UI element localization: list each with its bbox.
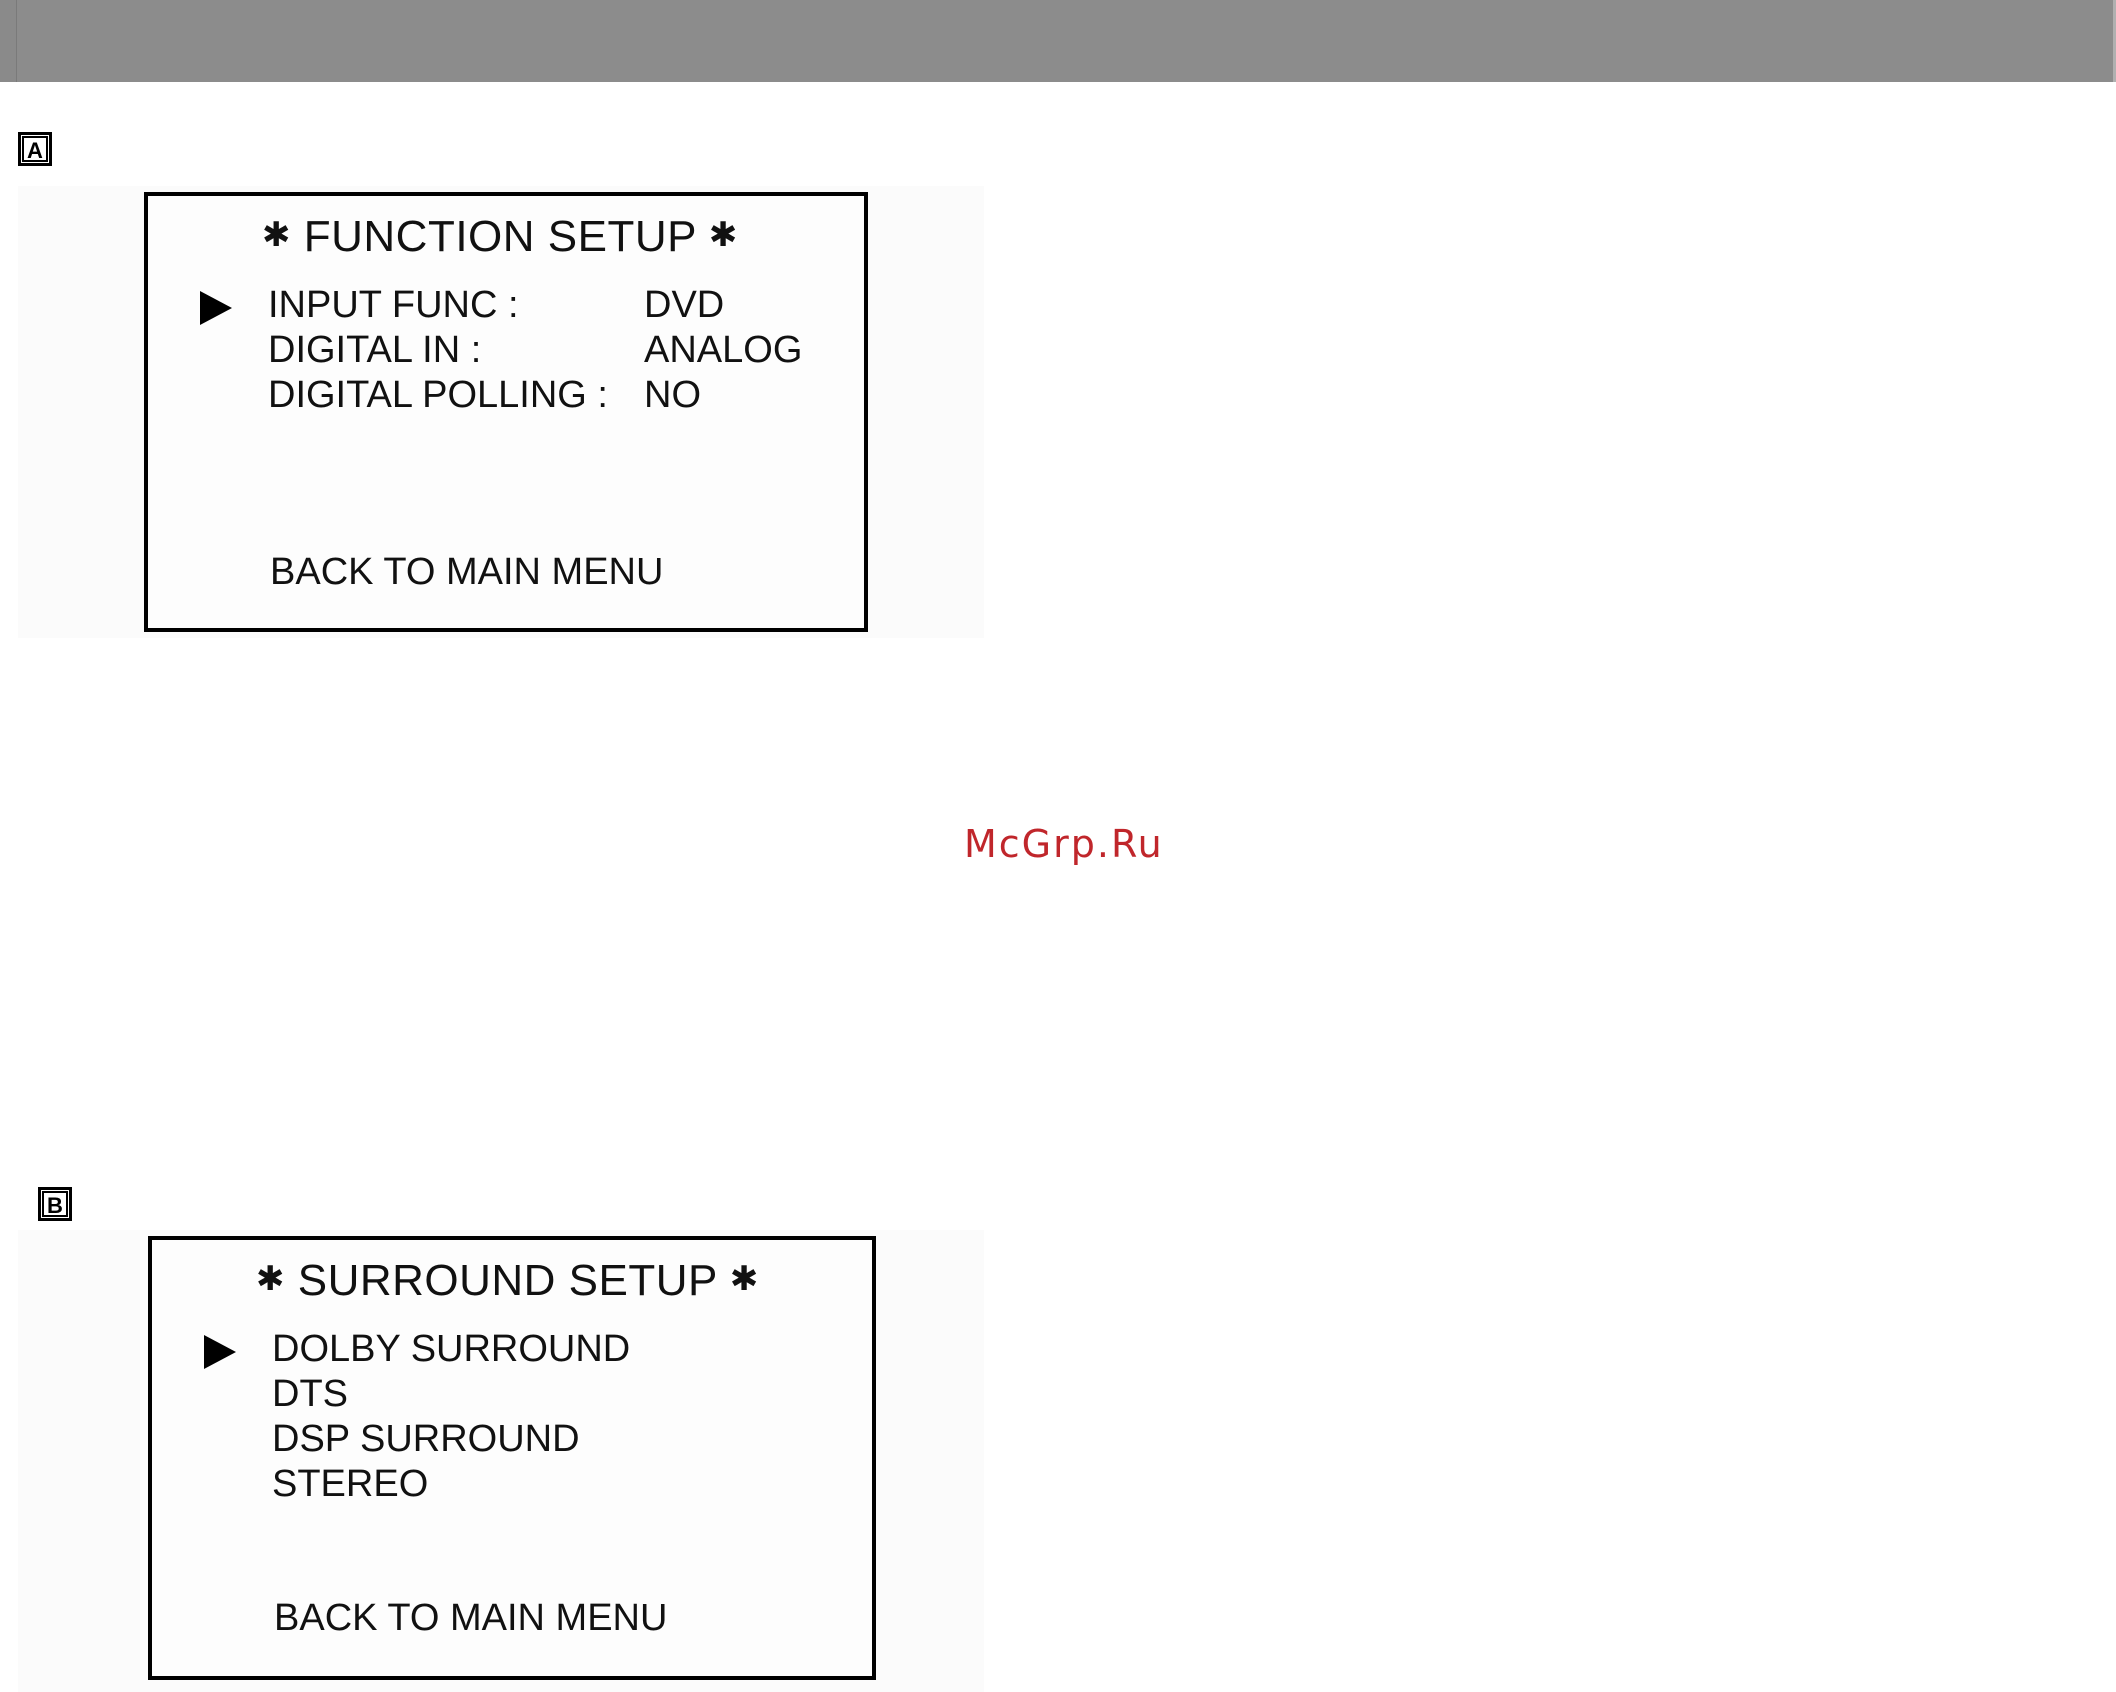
asterisk-icon: ✱ [709,215,738,255]
digital-in-label[interactable]: DIGITAL IN : [268,329,481,372]
selection-cursor-icon [204,1335,236,1369]
digital-in-value[interactable]: ANALOG [644,329,802,372]
watermark: McGrp.Ru [964,822,1164,866]
input-func-label[interactable]: INPUT FUNC : [268,284,519,327]
section-label-a-text: A [22,136,48,162]
function-setup-title: ✱ FUNCTION SETUP ✱ [262,212,738,262]
header-bar [0,0,2116,82]
menu-item-dts[interactable]: DTS [272,1373,348,1416]
section-label-b-text: B [42,1191,68,1217]
asterisk-icon: ✱ [262,215,291,255]
section-label-b: B [38,1187,72,1221]
surround-setup-title: ✱ SURROUND SETUP ✱ [256,1256,759,1306]
asterisk-icon: ✱ [730,1259,759,1299]
input-func-value[interactable]: DVD [644,284,724,327]
asterisk-icon: ✱ [256,1259,285,1299]
menu-item-dolby-surround[interactable]: DOLBY SURROUND [272,1328,630,1371]
back-to-main-menu-a[interactable]: BACK TO MAIN MENU [270,551,663,594]
digital-polling-label[interactable]: DIGITAL POLLING : [268,374,608,417]
section-label-a: A [18,132,52,166]
selection-cursor-icon [200,291,232,325]
function-setup-title-text: FUNCTION SETUP [304,212,696,261]
header-bar-notch [0,0,17,82]
menu-item-dsp-surround[interactable]: DSP SURROUND [272,1418,580,1461]
surround-setup-title-text: SURROUND SETUP [298,1256,717,1305]
back-to-main-menu-b[interactable]: BACK TO MAIN MENU [274,1597,667,1640]
digital-polling-value[interactable]: NO [644,374,701,417]
menu-item-stereo[interactable]: STEREO [272,1463,428,1506]
